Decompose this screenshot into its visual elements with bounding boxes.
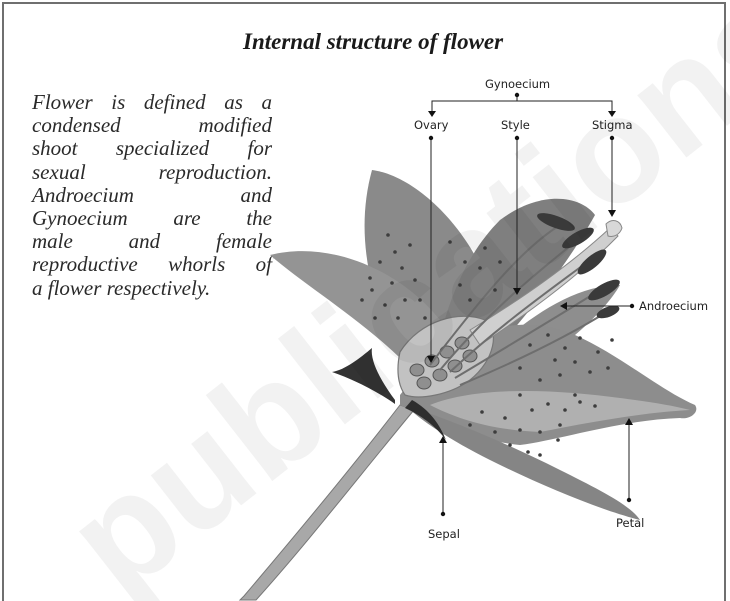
petal-speckle [588, 370, 592, 374]
label-gynoecium: Gynoecium [485, 77, 550, 91]
petal-speckle [396, 316, 400, 320]
petal-speckle [370, 288, 374, 292]
petal-speckle [373, 316, 377, 320]
label-sepal: Sepal [428, 527, 460, 541]
petal-speckle [563, 346, 567, 350]
petal-speckle [468, 298, 472, 302]
petal-speckle [508, 443, 512, 447]
petal-speckle [610, 338, 614, 342]
stigma-arrow [608, 210, 616, 217]
petal-speckle [578, 400, 582, 404]
stigma-tip [606, 221, 622, 237]
ovule [410, 364, 424, 376]
ovule [417, 377, 431, 389]
petal-speckle [393, 250, 397, 254]
petal-speckle [448, 240, 452, 244]
petal-speckle [538, 430, 542, 434]
petal-speckle [546, 333, 550, 337]
sepal-dot [441, 512, 445, 516]
petal-speckle [468, 423, 472, 427]
petal-speckle [403, 298, 407, 302]
petal-speckle [478, 266, 482, 270]
petal-speckle [503, 416, 507, 420]
petal-speckle [493, 288, 497, 292]
petal-speckle [483, 246, 487, 250]
label-petal: Petal [616, 516, 644, 530]
ovule [433, 369, 447, 381]
ovule [463, 350, 477, 362]
petal-speckle [553, 358, 557, 362]
petal-speckle [413, 278, 417, 282]
androecium-dot [630, 304, 634, 308]
bracket-arrow-right [608, 111, 616, 117]
petal-speckle [383, 303, 387, 307]
petal-speckle [528, 343, 532, 347]
label-style: Style [501, 118, 530, 132]
petal-speckle [518, 428, 522, 432]
petal-speckle [556, 438, 560, 442]
petal-speckle [578, 336, 582, 340]
gynoecium-dot [515, 93, 519, 97]
bracket-arrow-left [428, 111, 436, 117]
petal-speckle [390, 281, 394, 285]
petal-speckle [538, 453, 542, 457]
petal-speckle [538, 378, 542, 382]
petal-speckle [606, 366, 610, 370]
petal-speckle [408, 243, 412, 247]
petal-speckle [368, 276, 372, 280]
petal-speckle [360, 298, 364, 302]
petal-speckle [518, 366, 522, 370]
petal-speckle [518, 393, 522, 397]
petal-dot [627, 498, 631, 502]
petal-speckle [463, 260, 467, 264]
label-ovary: Ovary [414, 118, 448, 132]
label-stigma: Stigma [592, 118, 633, 132]
style-dot [515, 136, 519, 140]
petal-speckle [386, 233, 390, 237]
petal-speckle [563, 408, 567, 412]
flower-stem [240, 405, 414, 600]
gynoecium-bracket [432, 101, 612, 115]
petal-speckle [498, 260, 502, 264]
petal-speckle [400, 266, 404, 270]
label-androecium: Androecium [639, 299, 708, 313]
petal-speckle [546, 402, 550, 406]
petal-speckle [458, 283, 462, 287]
petal-speckle [593, 404, 597, 408]
petal-speckle [596, 350, 600, 354]
petal-speckle [530, 408, 534, 412]
petal-speckle [423, 316, 427, 320]
petal-speckle [558, 423, 562, 427]
petal-speckle [558, 373, 562, 377]
ovary-dot [429, 136, 433, 140]
stigma-dot [610, 136, 614, 140]
petal-speckle [573, 360, 577, 364]
sepal-arrow [439, 436, 447, 443]
petal-speckle [378, 260, 382, 264]
petal-speckle [493, 430, 497, 434]
petal-speckle [418, 298, 422, 302]
petal-speckle [480, 410, 484, 414]
petal-speckle [526, 450, 530, 454]
sepal-left [332, 348, 395, 404]
petal-speckle [573, 393, 577, 397]
